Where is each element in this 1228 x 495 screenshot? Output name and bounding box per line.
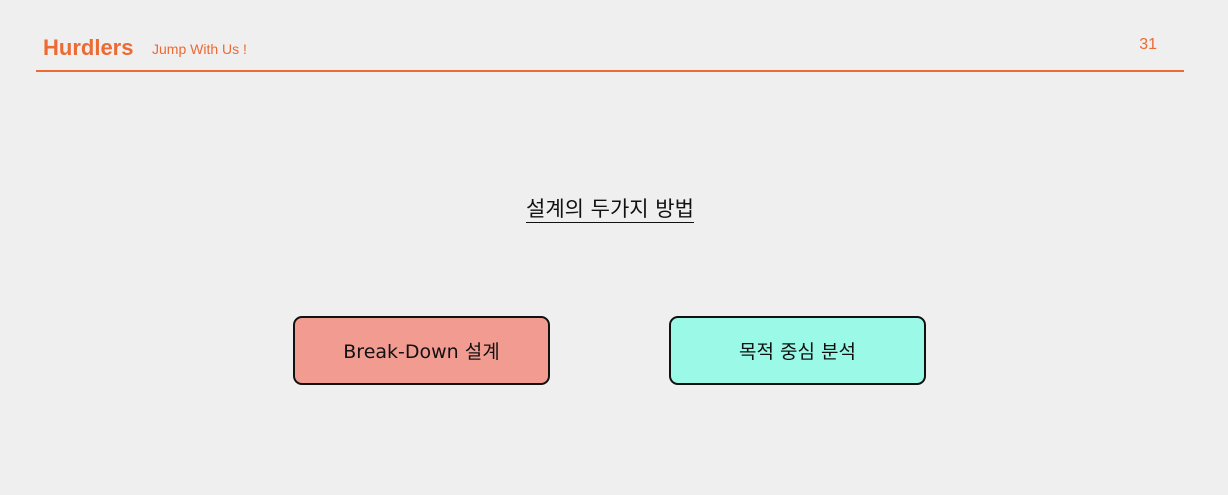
brand-logo-text: Hurdlers — [43, 35, 134, 60]
slide-header: Hurdlers Jump With Us ! 31 — [36, 0, 1184, 72]
method-box-purpose-analysis[interactable]: 목적 중심 분석 — [669, 316, 926, 385]
method-box-break-down[interactable]: Break-Down 설계 — [293, 316, 550, 385]
brand-tagline: Jump With Us ! — [152, 41, 247, 57]
method-box-label: 목적 중심 분석 — [739, 341, 856, 363]
slide-title: 설계의 두가지 방법 — [0, 195, 1220, 224]
page-number: 31 — [1139, 36, 1157, 53]
slide-title-text: 설계의 두가지 방법 — [526, 197, 694, 223]
method-box-label: Break-Down 설계 — [343, 341, 500, 363]
